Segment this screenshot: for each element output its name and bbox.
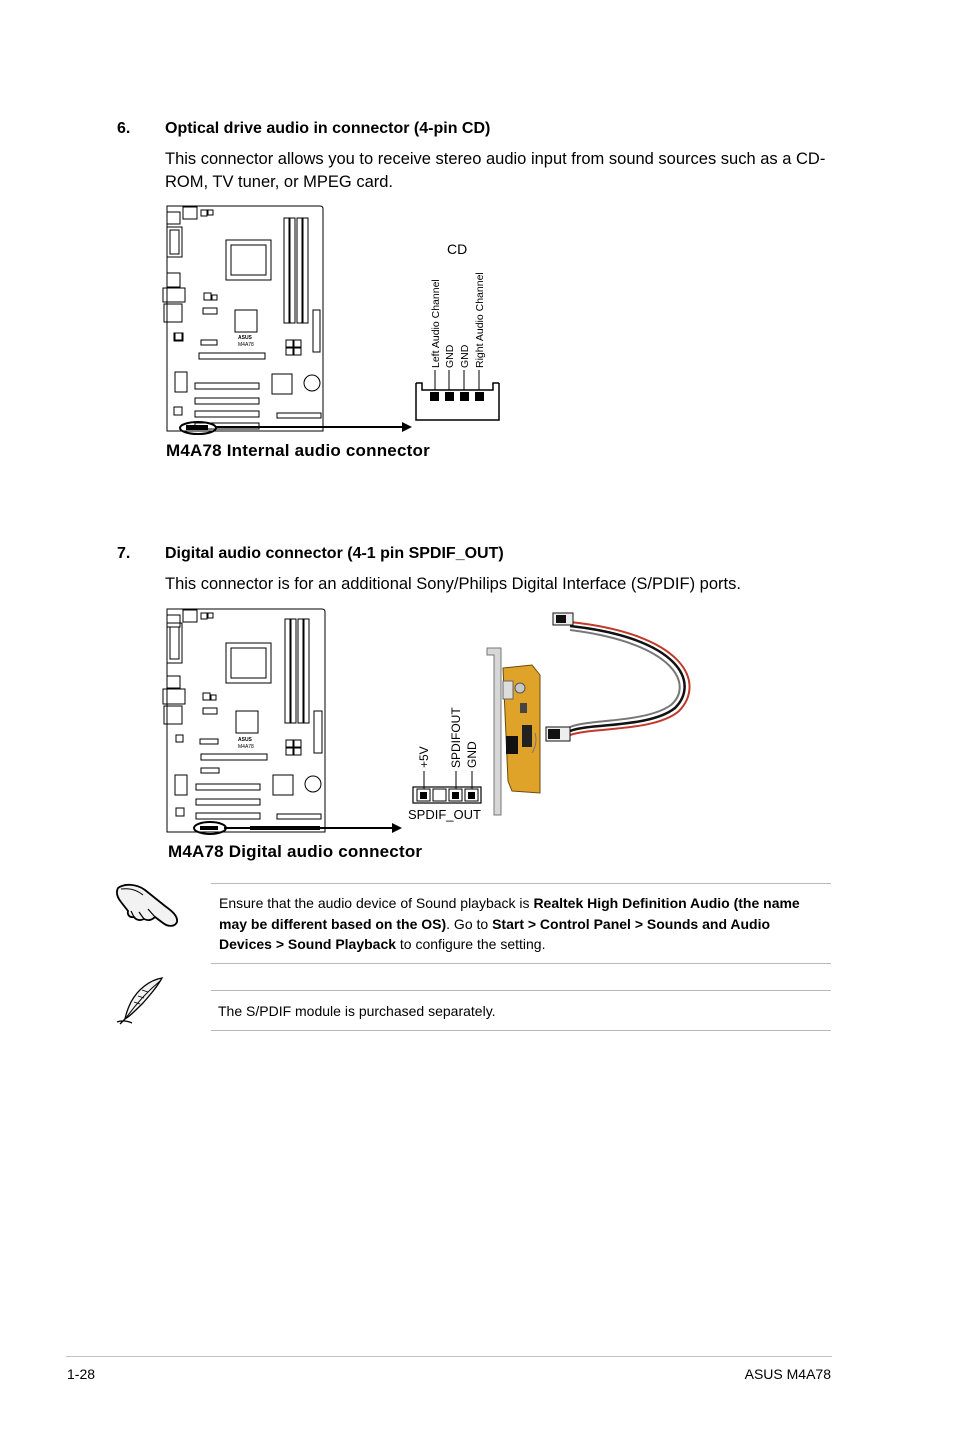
note-1-segment-4: Start > Control Panel > Sounds and Audio… [219,915,771,953]
feather-pen-icon [116,977,164,1025]
pointer-arrow-head-2 [392,823,402,833]
section-6-description: This connector allows you to receive ste… [165,150,826,191]
cd-connector-on-board [186,425,208,430]
cd-connector-name: CD [447,241,467,257]
cd-pin-label-2: GND [444,344,456,368]
figure-7-caption: M4A78 Digital audio connector [168,842,423,861]
pointer-arrow-head [402,422,412,432]
footer-product-name: ASUS M4A78 [744,1366,831,1382]
spdif-pin-label-2: SPDIFOUT [449,707,463,768]
spdif-pin-label-1: +5V [417,746,431,768]
spdif-pin-label-3: GND [465,741,479,768]
spdif-connector-on-board [200,826,218,830]
note-1-top-rule [211,883,831,884]
footer-rule [66,1356,832,1357]
footer-page-number: 1-28 [67,1366,96,1382]
note-2-top-rule [211,990,831,991]
section-6-title: Optical drive audio in connector (4-pin … [165,120,491,137]
note-1-text: Ensure that the audio device of Sound pl… [219,893,824,955]
figure-6-caption: M4A78 Internal audio connector [166,441,430,460]
cd-pin-label-3: GND [459,344,471,368]
cd-pin-label-4: Right Audio Channel [474,272,486,368]
section-7-title: Digital audio connector (4-1 pin SPDIF_O… [165,545,504,562]
board-model-label-2: M4A78 [238,744,254,750]
note-1-segment-2: Realtek High Definition Audio (the name … [219,895,800,932]
motherboard-outline-2 [162,608,326,833]
cd-connector-diagram: ASUS M4A78 CD Left Audio Channel GND GND… [162,205,500,435]
note-1-bottom-rule [211,963,831,964]
cd-connector-housing [415,382,500,421]
board-model-label: M4A78 [238,342,254,348]
note-2-text: The S/PDIF module is purchased separatel… [218,1003,496,1019]
cd-connector-pins [430,392,484,401]
spdif-connector-diagram: ASUS M4A78 +5V SPDIFOUT GND SPDIF_OUT [162,608,691,835]
note-2-bottom-rule [211,1030,831,1031]
note-1-segment-3: . Go to [446,915,493,932]
note-1-segment-5: to configure the setting. [396,936,546,952]
section-6-number: 6. [117,120,131,137]
spdif-module-illustration [486,612,691,816]
spdif-connector-name: SPDIF_OUT [408,807,481,822]
cd-pin-label-1: Left Audio Channel [430,279,442,368]
section-7-number: 7. [117,545,131,562]
section-7-description: This connector is for an additional Sony… [165,575,741,593]
motherboard-outline [162,205,324,432]
hand-icon [116,883,178,927]
note-1-segment-1: Ensure that the audio device of Sound pl… [219,895,534,911]
board-brand-label: ASUS [238,335,253,341]
spdif-header-pins [412,786,482,804]
board-brand-label-2: ASUS [238,737,253,743]
